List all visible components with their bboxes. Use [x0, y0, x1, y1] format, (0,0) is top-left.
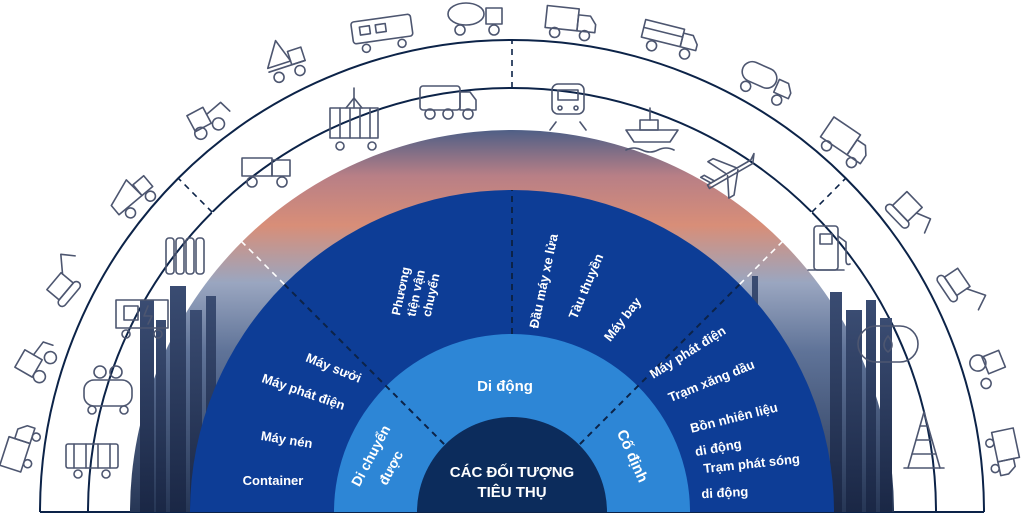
train-icon [549, 83, 587, 131]
truck-icon [819, 116, 867, 169]
dividers [177, 40, 847, 445]
photo-divider [739, 211, 813, 285]
center-title-line1: CÁC ĐỐI TƯỢNG [450, 463, 574, 481]
dump-truck-icon [266, 39, 306, 84]
container-crane-icon [329, 87, 379, 151]
fuel-tank-icon [857, 325, 919, 363]
tractor-icon [969, 349, 1007, 390]
truck-icon [544, 4, 597, 42]
truck-icon [985, 427, 1021, 477]
loader-icon [14, 341, 58, 384]
airplane-icon [699, 152, 755, 199]
generator-icon [115, 299, 169, 339]
center-title-line2: TIÊU THỤ [477, 483, 546, 501]
dump-truck-icon [110, 174, 157, 219]
rail-locomotive-icon [350, 13, 414, 54]
sector-divider [283, 283, 445, 445]
right-item: di động [701, 484, 749, 501]
timber-truck-icon [640, 18, 698, 60]
outer-divider [811, 177, 847, 213]
center-disc [417, 417, 607, 512]
dump-truck-icon [241, 157, 291, 188]
sector-divider [579, 283, 741, 445]
left-item: Container [243, 473, 304, 488]
cement-mixer-icon [447, 2, 503, 36]
air-compressor-icon [83, 365, 133, 415]
mobile-label: Di động [477, 378, 533, 395]
radiator-icon [165, 237, 205, 275]
garbage-truck-icon [419, 85, 477, 120]
excavator-icon [936, 267, 987, 311]
loader-icon [186, 101, 231, 141]
freight-wagon-icon [65, 443, 119, 479]
tank-truck-icon [739, 60, 792, 106]
excavator-icon [46, 253, 82, 308]
fuel-pump-icon [807, 225, 851, 271]
loader-icon [884, 190, 932, 234]
photo-divider [211, 211, 285, 285]
truck-icon [0, 424, 42, 473]
ship-icon [625, 107, 679, 153]
oil-derrick-icon [903, 411, 945, 469]
outer-divider [177, 177, 213, 213]
